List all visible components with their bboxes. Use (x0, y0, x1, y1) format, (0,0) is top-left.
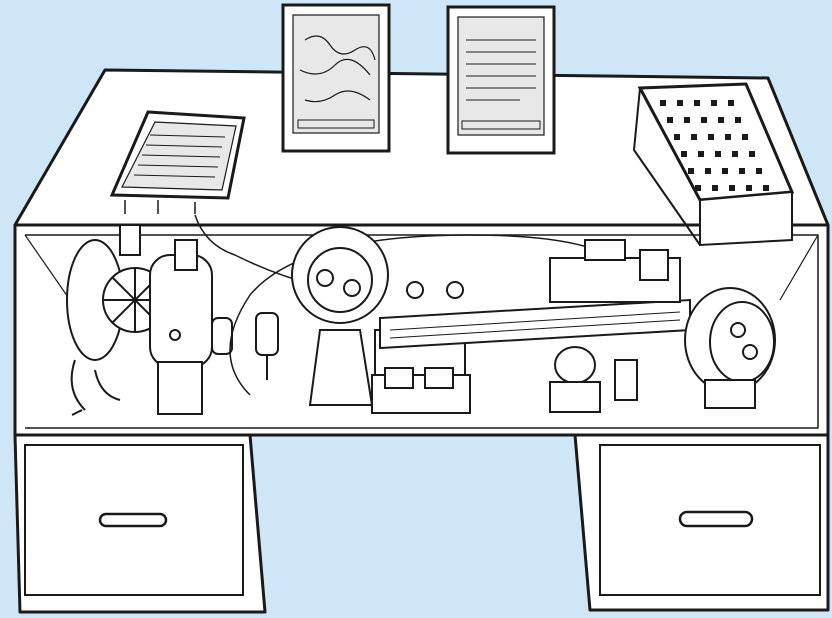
key (712, 185, 718, 191)
key (695, 185, 701, 191)
right-drawer-icon (600, 445, 820, 595)
key (739, 168, 745, 174)
key (701, 117, 707, 123)
key (660, 100, 666, 106)
key (674, 134, 680, 140)
key (711, 100, 717, 106)
key (698, 151, 704, 157)
key (729, 185, 735, 191)
right-drawer-handle (680, 512, 752, 526)
key (677, 100, 683, 106)
key (708, 134, 714, 140)
key (688, 168, 694, 174)
key (681, 151, 687, 157)
key (725, 134, 731, 140)
key (694, 100, 700, 106)
keyboard-front (700, 192, 792, 245)
key (756, 168, 762, 174)
key (763, 185, 769, 191)
photo-machine-base (158, 362, 202, 414)
key (684, 117, 690, 123)
key (749, 151, 755, 157)
key (735, 117, 741, 123)
left-drawer-icon (25, 445, 243, 595)
key (705, 168, 711, 174)
key (667, 117, 673, 123)
right-screen-icon (448, 7, 554, 153)
key (722, 168, 728, 174)
center-screen-icon (283, 5, 389, 151)
key (718, 117, 724, 123)
photo-machine-body (150, 255, 212, 367)
key (742, 134, 748, 140)
key (715, 151, 721, 157)
reel-stand (310, 330, 372, 405)
center-screen-glass (293, 15, 379, 133)
key (728, 100, 734, 106)
key (746, 185, 752, 191)
motor (555, 347, 595, 383)
key (732, 151, 738, 157)
left-drawer-handle (100, 514, 166, 526)
key (691, 134, 697, 140)
